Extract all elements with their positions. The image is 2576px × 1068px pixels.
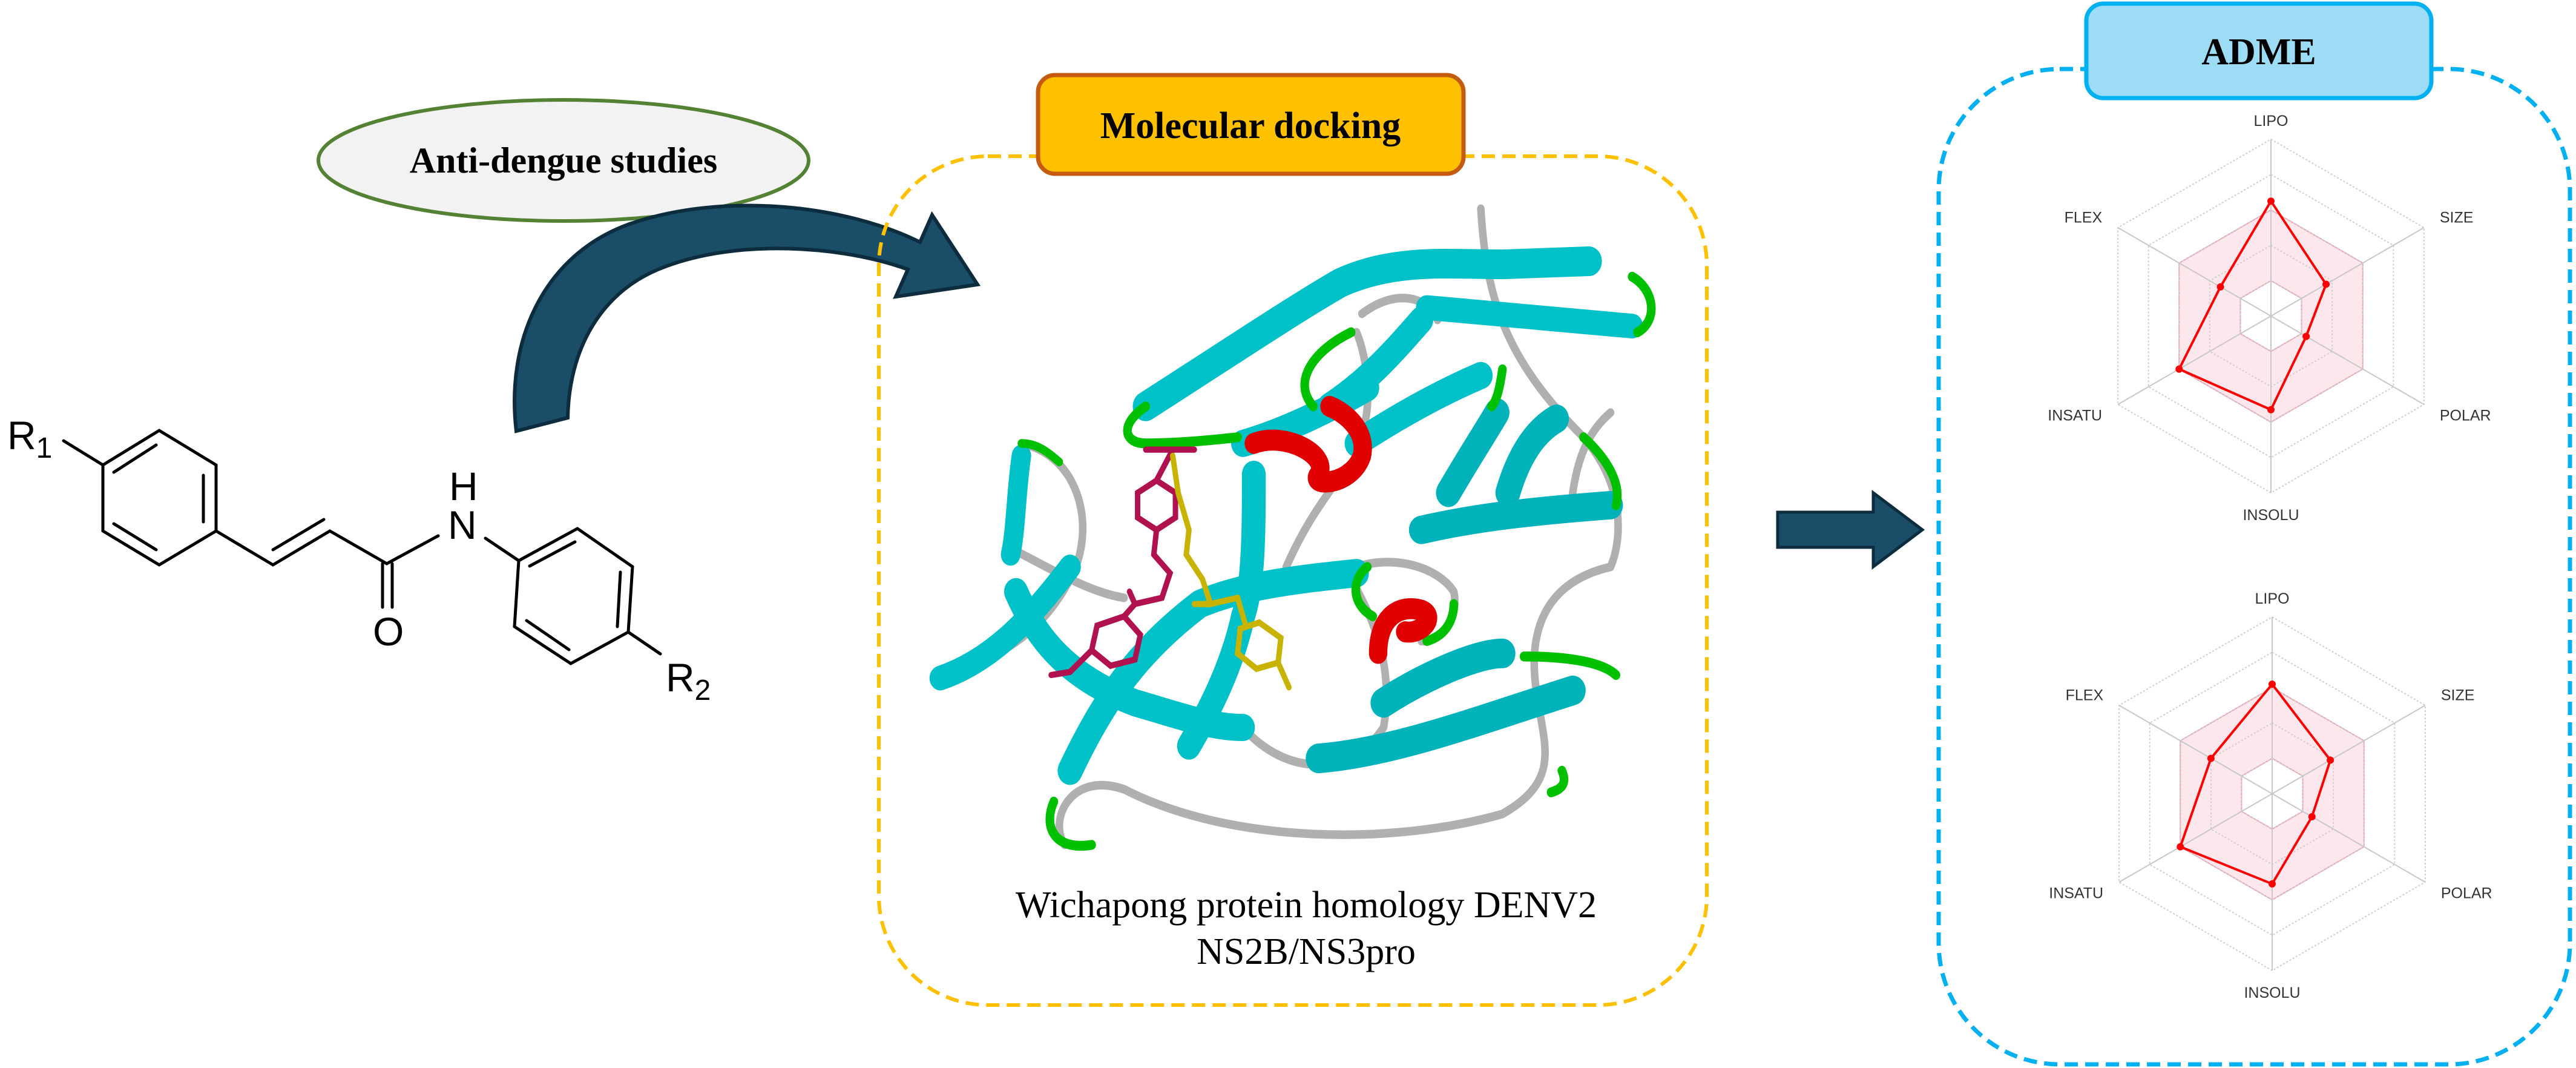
- bioavailability-radar-1: LIPO SIZE POLAR INSOLU INSATU FLEX: [2048, 113, 2491, 524]
- docking-panel: Molecular docking: [877, 73, 1709, 1007]
- radar-axis-label: INSOLU: [2242, 507, 2299, 524]
- docking-caption-line1: Wichapong protein homology DENV2: [1016, 885, 1597, 926]
- radar-axis-label: POLAR: [2440, 407, 2491, 424]
- adme-title-box: [2084, 1, 2434, 101]
- radar-axis-label: INSATU: [2049, 885, 2103, 902]
- radar-data-point: [2269, 880, 2276, 888]
- r2-label: R: [666, 655, 695, 700]
- r1-label: R: [7, 413, 36, 458]
- radar-axis-line: [2118, 793, 2273, 883]
- svg-text:R1: R1: [7, 413, 52, 464]
- radar-axis-line: [2117, 227, 2272, 317]
- radar-axis-label: INSOLU: [2244, 984, 2300, 1001]
- oxygen-label: O: [373, 609, 404, 654]
- study-label: Anti-dengue studies: [410, 140, 717, 180]
- bioavailability-radar-2: LIPO SIZE POLAR INSOLU INSATU FLEX: [2049, 590, 2492, 1001]
- radar-axis-label: SIZE: [2440, 209, 2474, 226]
- nitrogen-label: N: [448, 503, 477, 547]
- radar-axis-line: [2270, 227, 2425, 317]
- cinnamamide-structure: R1 N H O R2: [7, 413, 711, 707]
- docking-caption-line2: NS2B/NS3pro: [1197, 931, 1416, 972]
- protein-ribbon-image: [929, 204, 1656, 851]
- radar-data-point: [2302, 332, 2310, 340]
- radar-data-point: [2216, 283, 2224, 291]
- docking-title-box: [1036, 73, 1466, 176]
- r2-subscript: 2: [695, 674, 711, 707]
- radar-data-point: [2269, 680, 2276, 688]
- adme-title: ADME: [2201, 31, 2316, 73]
- docking-title: Molecular docking: [1100, 105, 1401, 147]
- radar-axis-label: FLEX: [2065, 209, 2103, 226]
- radar-data-point: [2322, 280, 2330, 288]
- radar-axis-line: [2118, 705, 2273, 794]
- radar-axis-label: FLEX: [2066, 687, 2104, 704]
- radar-axis-line: [2272, 705, 2426, 794]
- adme-panel: ADME LIPO SIZE POLAR INSOLU INSATU FLEX LIPO S…: [1936, 1, 2572, 1067]
- curved-arrow-icon: [513, 203, 981, 433]
- radar-axis-line: [2117, 315, 2272, 405]
- r1-subscript: 1: [36, 432, 53, 464]
- ligand-yellow: [1170, 452, 1292, 691]
- radar-data-point: [2308, 813, 2316, 820]
- svg-text:R2: R2: [666, 655, 711, 707]
- radar-axis-label: SIZE: [2441, 687, 2475, 704]
- radar-data-point: [2267, 197, 2275, 205]
- radar-data-point: [2207, 754, 2215, 762]
- radar-axis-label: POLAR: [2441, 885, 2492, 902]
- radar-data-point: [2175, 365, 2183, 373]
- radar-data-point: [2177, 843, 2184, 851]
- radar-data-point: [2267, 406, 2275, 414]
- study-ellipse: Anti-dengue studies: [317, 98, 810, 223]
- radar-axis-label: LIPO: [2254, 113, 2288, 130]
- radar-axis-line: [2272, 793, 2426, 883]
- radar-axis-line: [2270, 315, 2425, 405]
- radar-axis-label: INSATU: [2048, 407, 2102, 424]
- hydrogen-label: H: [449, 464, 478, 509]
- radar-axis-label: LIPO: [2255, 590, 2290, 607]
- right-arrow-icon: [1776, 489, 1925, 570]
- radar-data-point: [2327, 756, 2334, 764]
